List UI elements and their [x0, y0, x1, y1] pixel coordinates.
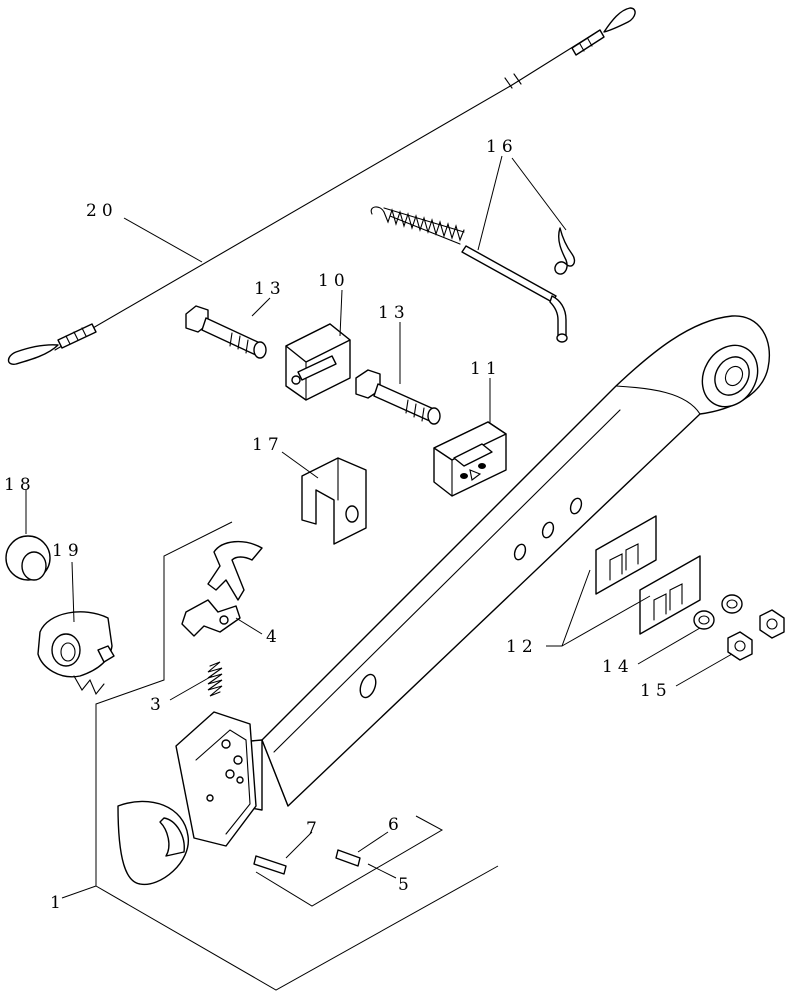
callout-17: 17 [252, 435, 284, 455]
part-1-quick-hitch-hook [117, 711, 257, 886]
part-7-pin [253, 855, 287, 875]
part-20-check-cable [7, 7, 636, 365]
part-16-spring-rod [370, 206, 576, 343]
callout-16: 16 [486, 137, 518, 157]
part-13-bolt-lower [355, 369, 441, 425]
callout-20: 20 [86, 201, 118, 221]
part-10-stabilizer-block [285, 323, 351, 401]
callout-19: 19 [52, 541, 84, 561]
callout-3: 3 [150, 695, 166, 715]
part-lower-link-arm [239, 315, 770, 811]
part-11-stabilizer-block [433, 421, 507, 497]
callout-4: 4 [266, 627, 282, 647]
kit-1-bracket [95, 521, 499, 991]
callout-15: 15 [640, 681, 672, 701]
callout-7: 7 [306, 819, 322, 839]
callout-12: 12 [506, 637, 538, 657]
callout-6: 6 [388, 815, 404, 835]
callout-14: 14 [602, 657, 634, 677]
part-18-ball [5, 535, 51, 581]
leader-lines [25, 155, 733, 899]
callout-1: 1 [50, 893, 66, 913]
callout-10: 10 [318, 271, 350, 291]
part-12-shim-upper [595, 515, 657, 595]
callout-5: 5 [398, 875, 414, 895]
callout-13-upper: 13 [254, 279, 286, 299]
part-6-pin [335, 849, 361, 867]
part-19-latch-housing [37, 611, 115, 696]
part-3-spring [207, 661, 223, 697]
part-15-nuts [727, 609, 785, 661]
callout-18: 18 [4, 475, 36, 495]
spring-16-coils [383, 207, 465, 245]
callout-13-lower: 13 [378, 303, 410, 323]
part-17-bracket [301, 457, 367, 545]
part-12-shim-lower [639, 555, 701, 635]
callout-11: 11 [470, 359, 502, 379]
part-14-washers [693, 594, 743, 630]
part-4-latch [181, 541, 263, 637]
part-13-bolt-upper [185, 305, 267, 359]
callout-labels: 20 16 13 10 13 11 17 18 19 4 3 7 6 5 1 1… [4, 137, 672, 913]
